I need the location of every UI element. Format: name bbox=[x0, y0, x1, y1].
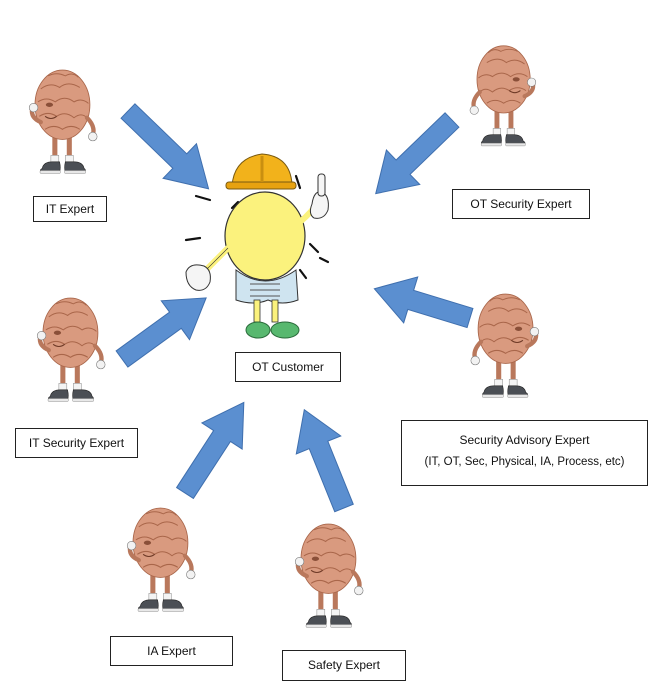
ia-expert-label: IA Expert bbox=[110, 636, 233, 666]
arrow-from-ia-expert bbox=[175, 401, 245, 500]
security-advisory-expert-brain-figure bbox=[471, 294, 539, 397]
motion-lines-icon bbox=[184, 174, 330, 280]
arrow-from-security-advisory-expert bbox=[373, 276, 474, 329]
it-expert-label: IT Expert bbox=[33, 196, 107, 222]
safety-expert-brain-figure bbox=[295, 524, 363, 627]
security-advisory-expert-label: Security Advisory Expert (IT, OT, Sec, P… bbox=[401, 420, 648, 486]
ot-security-expert-label: OT Security Expert bbox=[452, 189, 590, 219]
ot-security-expert-brain-figure bbox=[470, 46, 536, 146]
it-security-expert-label: IT Security Expert bbox=[15, 428, 138, 458]
it-expert-brain-figure bbox=[29, 70, 97, 173]
arrow-from-safety-expert bbox=[295, 408, 354, 513]
arrow-from-it-expert bbox=[120, 103, 210, 190]
security-advisory-expert-areas: (IT, OT, Sec, Physical, IA, Process, etc… bbox=[424, 456, 625, 468]
safety-expert-label: Safety Expert bbox=[282, 650, 406, 681]
ia-expert-brain-figure bbox=[127, 508, 195, 611]
ot-customer-bulb-figure bbox=[184, 153, 330, 339]
ot-customer-label: OT Customer bbox=[235, 352, 341, 382]
arrow-from-ot-security-expert bbox=[375, 112, 460, 195]
it-security-expert-brain-figure bbox=[37, 298, 105, 401]
arrow-from-it-security-expert bbox=[115, 297, 207, 368]
security-advisory-expert-title: Security Advisory Expert bbox=[459, 433, 590, 447]
